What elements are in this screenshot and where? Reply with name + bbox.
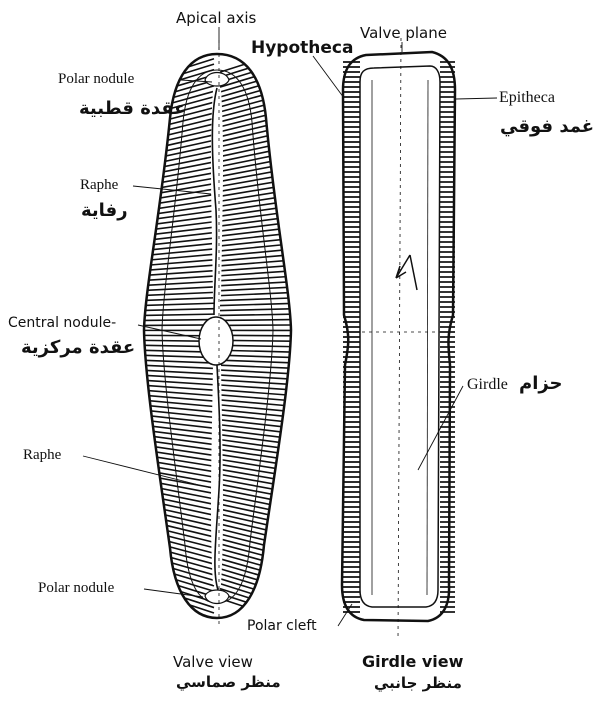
caption-valve-view-ar: منظر صماسي (176, 675, 281, 690)
label-hypotheca: Hypotheca (251, 40, 353, 57)
label-polar-nodule-bottom: Polar nodule (38, 581, 114, 596)
label-girdle: Girdle (467, 377, 508, 393)
label-apical-axis: Apical axis (176, 11, 256, 26)
girdle-view-drawing (342, 38, 455, 640)
label-central-nodule-ar: عقدة مركزية (21, 339, 135, 357)
caption-girdle-view: Girdle view (362, 654, 463, 670)
caption-girdle-view-ar: منظر جانبي (374, 676, 462, 691)
label-polar-nodule-top: Polar nodule (58, 72, 134, 87)
label-raphe-bottom: Raphe (23, 448, 61, 463)
central-nodule (199, 317, 233, 365)
label-polar-cleft: Polar cleft (247, 619, 317, 633)
label-girdle-ar: حزام (519, 375, 563, 393)
label-polar-nodule-top-ar: عقدة قطبية (79, 100, 186, 118)
label-epitheca: Epitheca (499, 90, 555, 106)
label-valve-plane: Valve plane (360, 26, 447, 41)
polar-nodule-top (205, 73, 229, 87)
label-epitheca-ar: غمد فوقي (500, 118, 594, 136)
caption-valve-view: Valve view (173, 655, 253, 670)
polar-nodule-bottom (205, 590, 229, 604)
label-central-nodule: Central nodule- (8, 316, 116, 330)
label-raphe-top: Raphe (80, 178, 118, 193)
label-raphe-top-ar: رفاية (81, 202, 128, 220)
valve-view-drawing (140, 40, 296, 625)
